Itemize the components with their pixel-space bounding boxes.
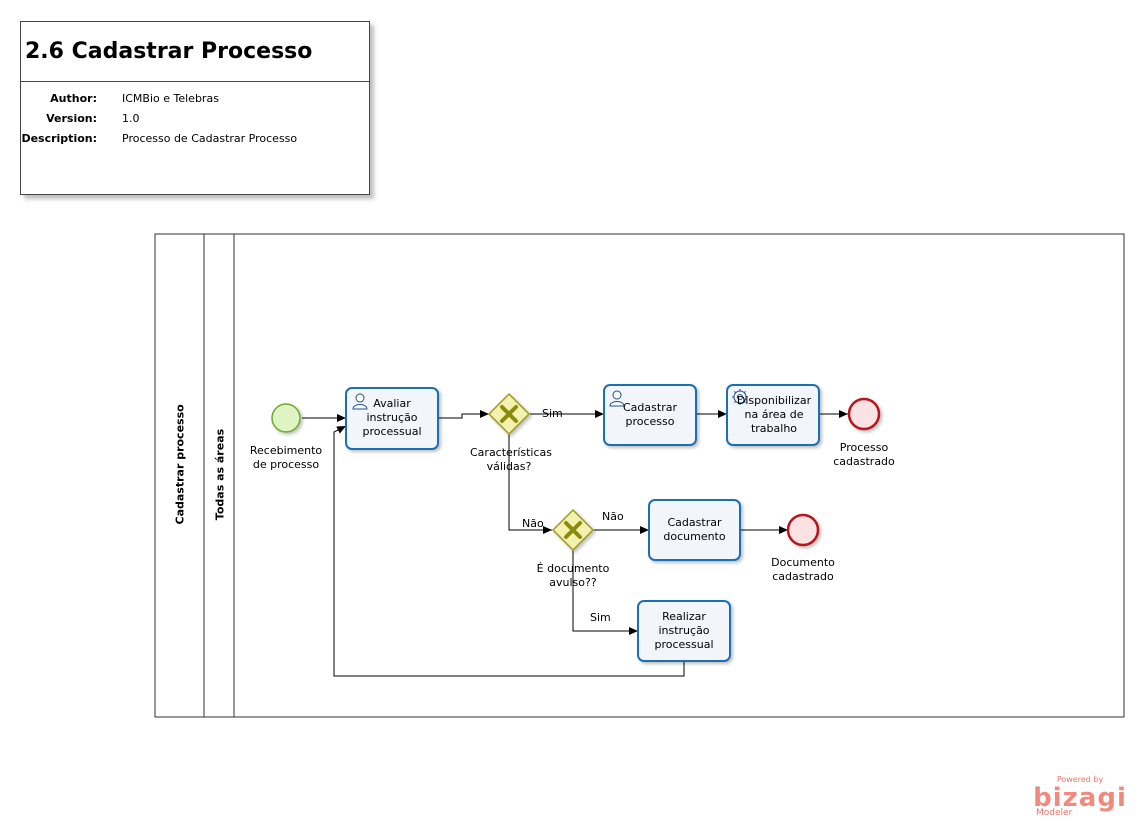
gateway-documento-avulso-label: É documento avulso?? (536, 562, 610, 589)
version-row: Version: 1.0 (21, 112, 369, 130)
flow-realizar-back-to-avaliar[interactable] (333, 425, 685, 677)
task-cadastrar-processo-box[interactable] (603, 384, 697, 446)
lane-label: Todas as áreas (213, 428, 227, 521)
task-disponibilizar-box[interactable] (726, 384, 820, 446)
task-realizar-label: Realizar instrução processual (654, 610, 714, 651)
version-value: 1.0 (122, 112, 140, 125)
description-value: Processo de Cadastrar Processo (122, 132, 298, 145)
x-mark-icon (564, 521, 582, 539)
diagram-info-box: 2.6 Cadastrar Processo Author: ICMBio e … (20, 21, 370, 195)
brand-bottom-text: Modeler (1036, 808, 1073, 818)
end-event-documento-label: Documento cadastrado (771, 556, 835, 583)
start-event[interactable] (271, 403, 301, 433)
task-cadastrar-documento-label: Cadastrar documento (663, 516, 726, 543)
author-row: Author: ICMBio e Telebras (21, 92, 369, 110)
task-avaliar-box[interactable] (345, 387, 439, 450)
end-event-documento[interactable] (786, 513, 820, 547)
gear-icon (732, 389, 748, 405)
flow-label-nao-1: Não (522, 517, 544, 530)
task-cadastrar-processo-label: Cadastrar processo (623, 401, 677, 428)
description-label: Description: (21, 132, 97, 145)
sequence-flows (302, 410, 848, 677)
gateway-documento-avulso[interactable] (551, 508, 595, 552)
x-mark-icon (500, 405, 518, 423)
pool-label: Cadastrar processo (173, 404, 187, 525)
author-label: Author: (50, 92, 97, 105)
brand-main-text: bizagi (1033, 783, 1127, 813)
user-icon (352, 393, 368, 410)
flow-gateway1-to-gateway2[interactable] (508, 434, 552, 534)
task-disponibilizar-label: Disponibilizar na área de trabalho (736, 394, 812, 435)
task-avaliar-label: Avaliar instrução processual (362, 397, 422, 438)
user-icon (609, 390, 625, 407)
flow-label-nao-2: Não (602, 510, 624, 523)
task-cadastrar-documento-box[interactable] (648, 499, 741, 561)
bizagi-logo: Powered by bizagi Modeler (1030, 775, 1130, 818)
task-realizar-box[interactable] (637, 600, 731, 662)
end-event-processo[interactable] (847, 397, 881, 431)
flow-label-sim-1: Sim (542, 407, 563, 420)
flow-label-sim-2: Sim (590, 611, 611, 624)
brand-top-text: Powered by (1056, 775, 1104, 784)
flow-avaliar-to-gateway1[interactable] (438, 410, 489, 419)
end-event-processo-label: Processo cadastrado (833, 441, 895, 468)
version-label: Version: (46, 112, 97, 125)
start-event-label: Recebimento de processo (249, 444, 323, 471)
author-value: ICMBio e Telebras (122, 92, 219, 105)
flow-gateway2-to-realizar[interactable] (572, 550, 638, 635)
gateway-caracteristicas-label: Características válidas? (470, 446, 553, 473)
description-row: Description: Processo de Cadastrar Proce… (21, 132, 369, 150)
diagram-title: 2.6 Cadastrar Processo (21, 22, 369, 82)
gateway-caracteristicas[interactable] (487, 392, 531, 436)
